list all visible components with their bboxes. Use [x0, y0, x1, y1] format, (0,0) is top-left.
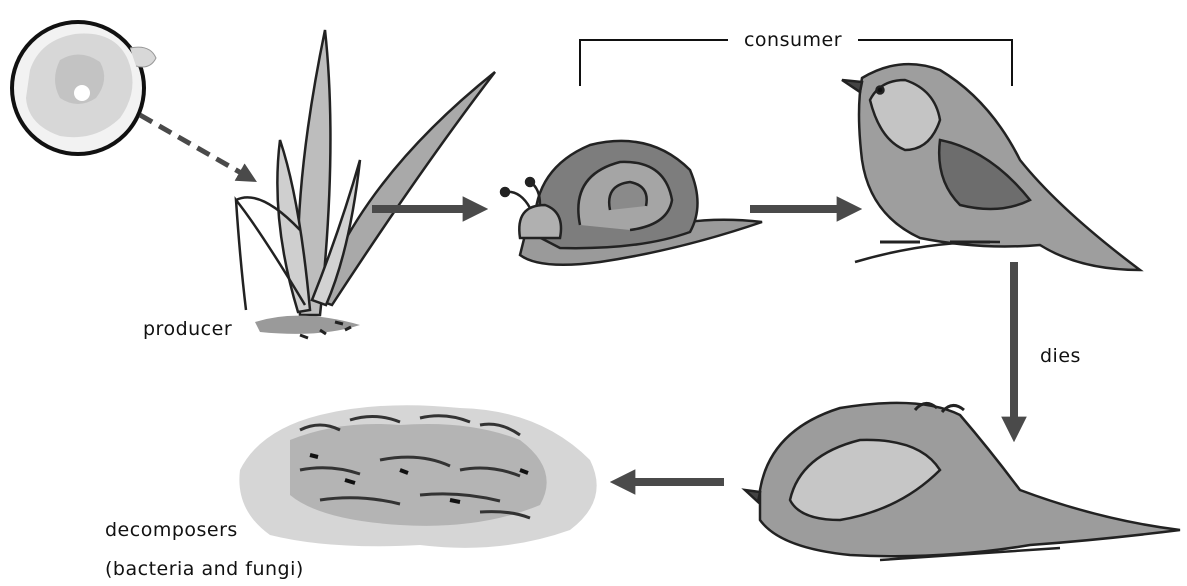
- sun-illustration: [12, 22, 156, 154]
- consumer-label: consumer: [744, 29, 842, 51]
- plant-illustration: [236, 30, 495, 338]
- decomposers-label: decomposers: [105, 519, 238, 541]
- producer-label: producer: [143, 318, 232, 340]
- snail-illustration: [501, 141, 762, 265]
- decomposers-note-label: (bacteria and fungi): [105, 558, 304, 580]
- sun-to-producer-arrow: [140, 115, 250, 178]
- decomposers-illustration: [239, 405, 596, 548]
- bird-illustration: [842, 64, 1140, 270]
- dies-label: dies: [1040, 345, 1081, 367]
- dead-bird-illustration: [745, 403, 1180, 560]
